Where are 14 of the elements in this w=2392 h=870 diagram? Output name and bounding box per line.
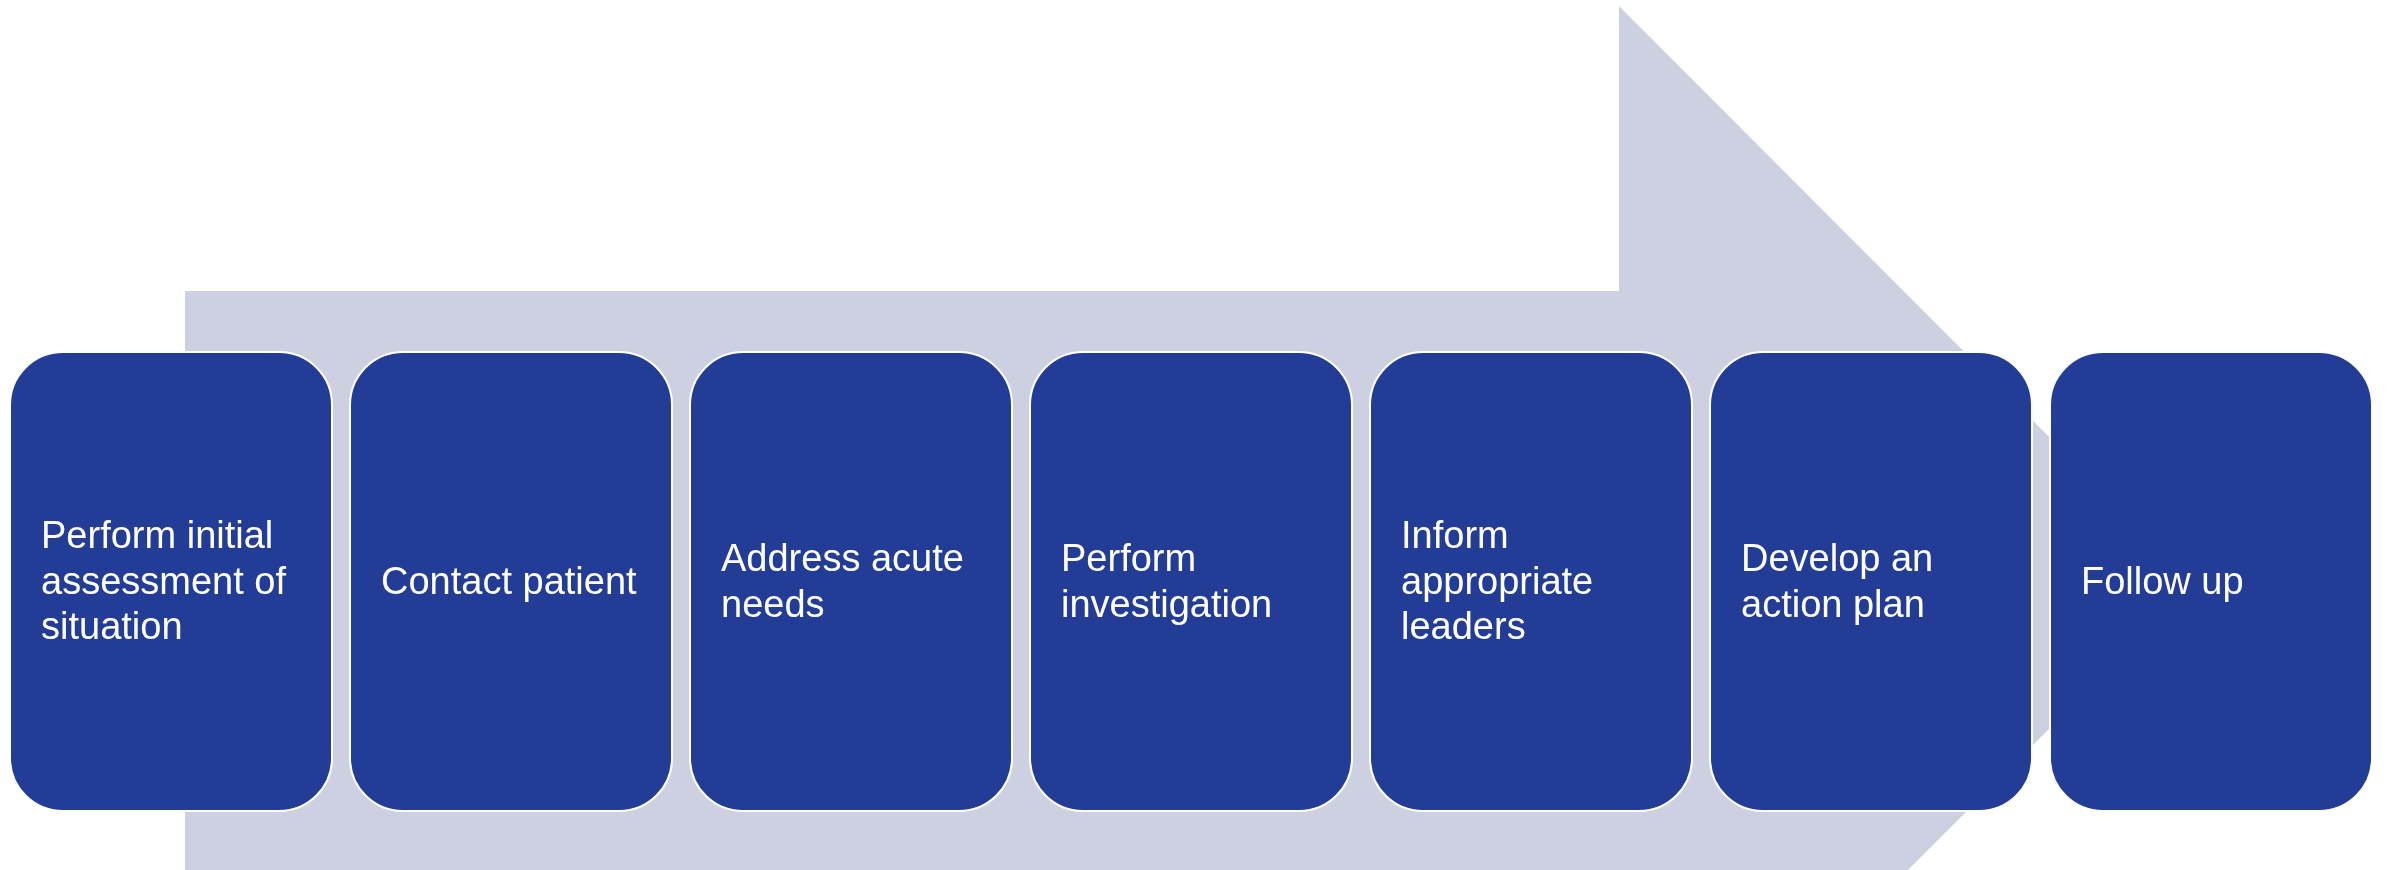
step-text: Inform appropriate leaders: [1401, 513, 1595, 650]
step-text: Address acute needs: [721, 535, 965, 627]
process-box: [9, 351, 333, 812]
process-box: [1369, 351, 1693, 812]
process-box: [1709, 351, 2033, 812]
process-box: [689, 351, 1013, 812]
step-text: Perform initial assessment of situation: [41, 513, 287, 650]
process-box: [349, 351, 673, 812]
step-text: Develop an action plan: [1741, 535, 1935, 627]
process-box: [1029, 351, 1353, 812]
step-text: Perform investigation: [1061, 535, 1274, 627]
step-text: Follow up: [2081, 558, 2244, 604]
process-box: [2049, 351, 2373, 812]
step-text: Contact patient: [381, 558, 637, 604]
